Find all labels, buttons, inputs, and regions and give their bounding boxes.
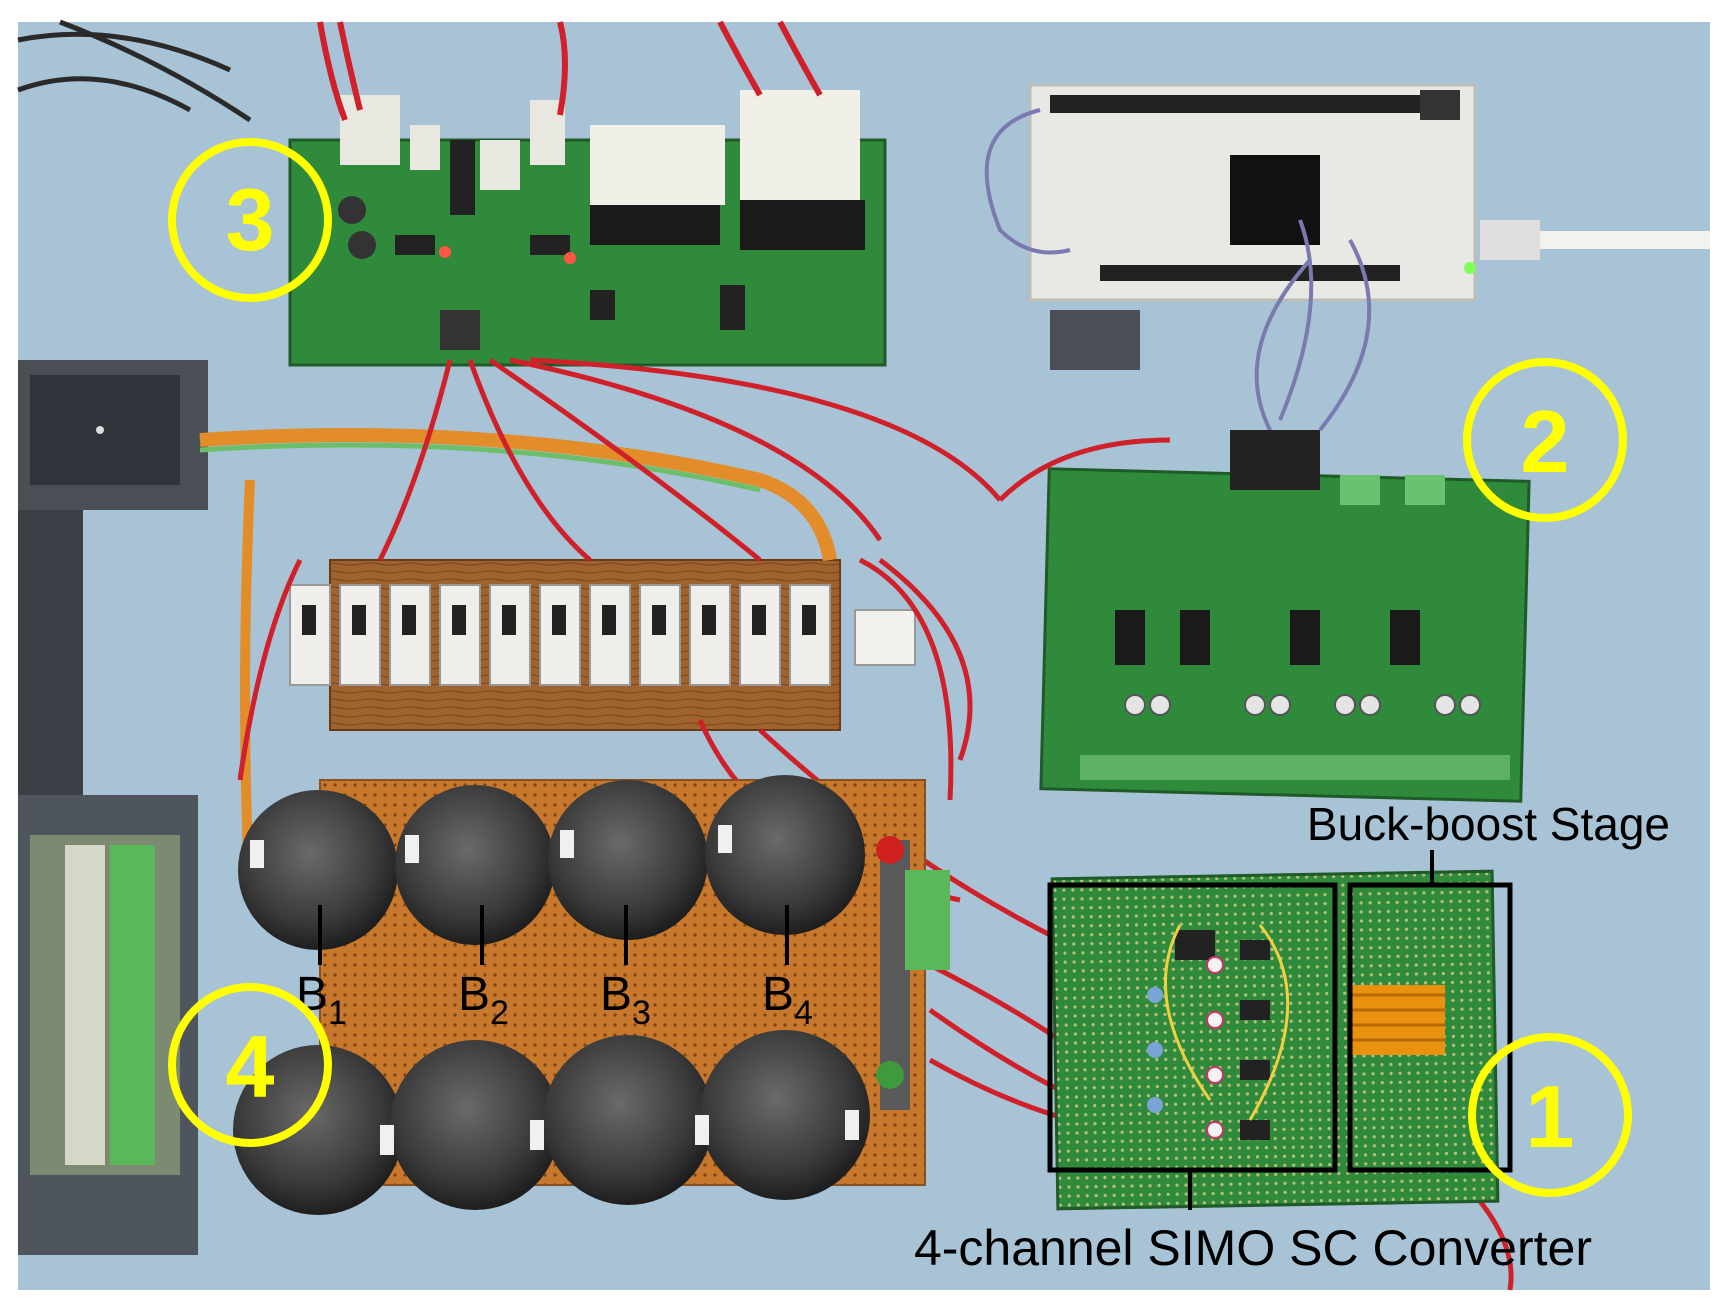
svg-text:3: 3 <box>226 170 275 269</box>
top-red-wires <box>317 20 823 122</box>
marker-2: 2 <box>1463 358 1627 522</box>
marker-4: 4 <box>168 983 332 1147</box>
mcu-jumper-wires <box>984 108 1372 432</box>
simo-converter-box <box>1047 882 1338 1173</box>
svg-text:4: 4 <box>226 1017 275 1116</box>
svg-text:1: 1 <box>1526 1067 1575 1166</box>
black-cables <box>17 19 252 123</box>
marker-3: 3 <box>168 138 332 302</box>
marker-1: 1 <box>1468 1033 1632 1197</box>
b2-label: B2 <box>458 968 509 1032</box>
buck-boost-label: Buck-boost Stage <box>1307 798 1670 850</box>
left-dc-supply <box>18 360 208 800</box>
battery-cells <box>233 775 870 1215</box>
ribbon-cable <box>199 428 837 562</box>
converter-board-1 <box>1050 869 1500 1211</box>
control-board-3 <box>288 90 887 367</box>
svg-text:2: 2 <box>1521 392 1570 491</box>
b4-label: B4 <box>762 968 813 1032</box>
gate-driver-board-2 <box>1039 430 1531 803</box>
left-terminal-block <box>18 795 198 1255</box>
b3-label: B3 <box>600 968 651 1032</box>
mcu-board <box>1028 83 1710 370</box>
switch-bank <box>289 559 916 731</box>
simo-converter-label: 4-channel SIMO SC Converter <box>914 1220 1592 1276</box>
